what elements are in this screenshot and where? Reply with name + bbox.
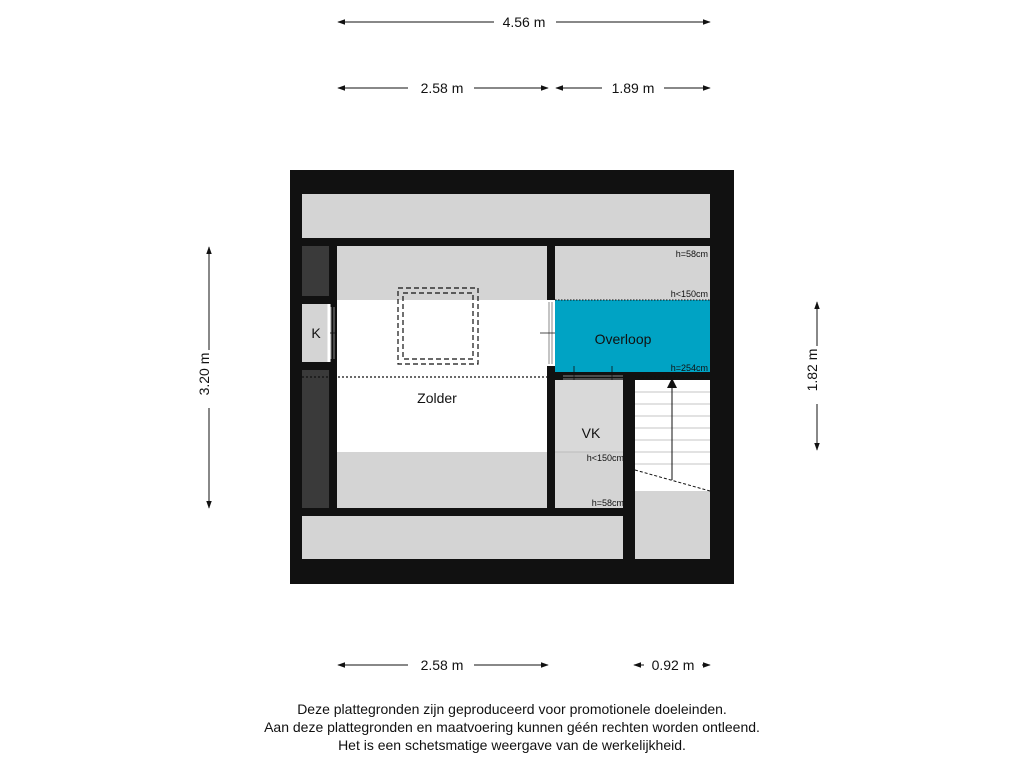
dimension-right-height: 1.82 m: [804, 301, 820, 451]
storage-left-top: [302, 246, 329, 296]
dimension-top-right: 1.89 m: [555, 80, 711, 96]
inner-wall-vk-right: [623, 372, 635, 508]
floor-plan: 4.56 m 2.58 m 1.89 m 2.58 m 0.92 m 3.20 …: [196, 14, 820, 673]
height-vk-mid: h<150cm: [587, 453, 624, 463]
room-label-overloop: Overloop: [595, 331, 652, 347]
dimension-bottom-right: 0.92 m: [633, 657, 711, 673]
dimension-top-right-label: 1.89 m: [612, 80, 655, 96]
storage-left-bottom: [302, 370, 329, 508]
dimension-left-height: 3.20 m: [196, 246, 212, 509]
dimension-top-total: 4.56 m: [337, 14, 711, 30]
height-overloop-top: h=58cm: [676, 249, 708, 259]
zolder-low-bottom: [337, 452, 547, 508]
dimension-top-left: 2.58 m: [337, 80, 549, 96]
dimension-top-total-label: 4.56 m: [503, 14, 546, 30]
dimension-right-height-label: 1.82 m: [804, 349, 820, 392]
room-overloop: [555, 300, 710, 372]
room-label-k: K: [311, 325, 321, 341]
disclaimer-line-1: Deze plattegronden zijn geproduceerd voo…: [297, 701, 727, 717]
stair-landing: [635, 491, 710, 559]
dimension-left-height-label: 3.20 m: [196, 353, 212, 396]
eave-bottom: [302, 516, 625, 559]
dimension-top-left-label: 2.58 m: [421, 80, 464, 96]
dimension-bottom-left-label: 2.58 m: [421, 657, 464, 673]
dimension-bottom-right-label: 0.92 m: [652, 657, 695, 673]
zolder-low-top: [337, 246, 547, 300]
dimension-bottom-left: 2.58 m: [337, 657, 549, 673]
skylight-hatch: [397, 287, 479, 365]
height-overloop-mid: h<150cm: [671, 289, 708, 299]
staircase[interactable]: [634, 378, 711, 492]
height-vk-bottom: h=58cm: [592, 498, 624, 508]
height-overloop-bottom: h=254cm: [671, 363, 708, 373]
stair-up-arrow-icon: [667, 378, 677, 388]
disclaimer-line-2: Aan deze plattegronden en maatvoering ku…: [264, 719, 760, 735]
disclaimer-line-3: Het is een schetsmatige weergave van de …: [338, 737, 686, 753]
overloop-low-top: [555, 246, 710, 300]
eave-top: [302, 194, 710, 239]
inner-wall-middle: [547, 246, 555, 508]
room-label-vk: VK: [582, 425, 601, 441]
room-k: [302, 304, 329, 362]
disclaimer: Deze plattegronden zijn geproduceerd voo…: [0, 700, 1024, 754]
room-label-zolder: Zolder: [417, 390, 457, 406]
